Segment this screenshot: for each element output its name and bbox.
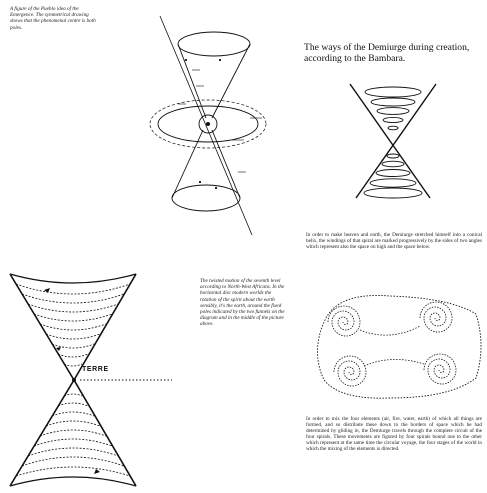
right-text-2: In order to mix the four elements (air, …: [306, 416, 482, 453]
middle-left-caption: The twisted motion of the seventh level …: [200, 278, 288, 328]
terre-label: TERRE: [82, 366, 109, 373]
double-cone-diagram: [0, 0, 300, 262]
right-column: The ways of the Demiurge during creation…: [300, 0, 487, 493]
conical-helix-diagram: [300, 80, 487, 230]
bottom-left-figure: TERRE The twisted motion of the seventh …: [0, 262, 300, 493]
right-text-1: In order to make heaven and earth, the D…: [306, 232, 482, 250]
right-heading: The ways of the Demiurge during creation…: [304, 42, 484, 64]
four-spirals-diagram: [300, 290, 487, 405]
top-left-figure: A figure of the Pueblo idea of the Emerg…: [0, 0, 300, 262]
